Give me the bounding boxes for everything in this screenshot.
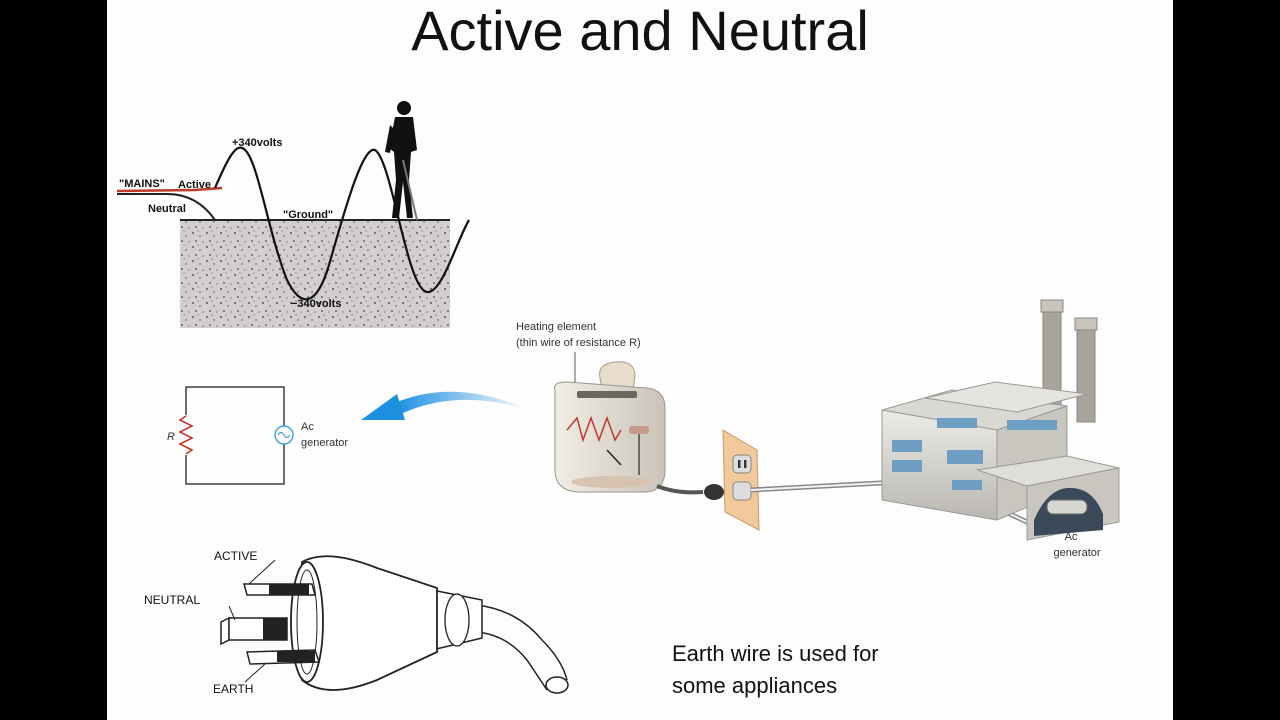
mains-voltage-diagram: "MAINS" Active Neutral +340volts "Ground…: [116, 101, 470, 328]
curved-arrow-left-icon: [361, 391, 529, 420]
neutral-wire: [117, 193, 216, 221]
neutral-label: Neutral: [148, 203, 186, 215]
plug-neutral-label: NEUTRAL: [144, 593, 200, 607]
earth-note-line1: Earth wire is used for: [672, 641, 879, 666]
three-pin-plug-icon: ACTIVE NEUTRAL EARTH: [144, 549, 569, 696]
plant-generator-label-line2: generator: [1053, 547, 1100, 559]
resistor-label: R: [167, 431, 175, 443]
wall-outlet-icon: [704, 429, 760, 531]
plug-earth-label: EARTH: [213, 682, 253, 696]
active-wire: [116, 186, 223, 193]
active-label: Active: [178, 179, 211, 191]
heating-element-label-line1: Heating element: [516, 321, 596, 333]
peak-voltage-label: +340volts: [232, 137, 282, 149]
resistor-symbol: [178, 415, 194, 455]
page-title: Active and Neutral: [411, 0, 869, 62]
generator-label-line2: generator: [301, 437, 348, 449]
ground-label: "Ground": [283, 209, 333, 221]
circuit-diagram: R Ac generator: [167, 386, 348, 485]
plug-active-label: ACTIVE: [214, 549, 257, 563]
heating-element-label-line2: (thin wire of resistance R): [516, 337, 641, 349]
mains-label: "MAINS": [119, 178, 165, 190]
neutral-pin: [220, 616, 288, 646]
generator-label-line1: Ac: [301, 421, 314, 433]
plant-generator-label-line1: Ac: [1065, 531, 1078, 543]
earth-pin: [246, 649, 321, 665]
slide: Active and Neutral "MAINS" Acti: [107, 0, 1173, 720]
earth-note-line2: some appliances: [672, 673, 838, 698]
trough-voltage-label: −340volts: [291, 298, 341, 310]
power-plant-icon: [881, 299, 1120, 541]
toaster-power-plant-diagram: Heating element (thin wire of resistance…: [516, 299, 1120, 559]
toaster-icon: [554, 361, 666, 493]
sine-wave: [213, 146, 470, 301]
earth-wire-note: Earth wire is used for some appliances: [672, 638, 879, 702]
ground-block: [180, 220, 450, 328]
active-pin: [243, 583, 316, 596]
